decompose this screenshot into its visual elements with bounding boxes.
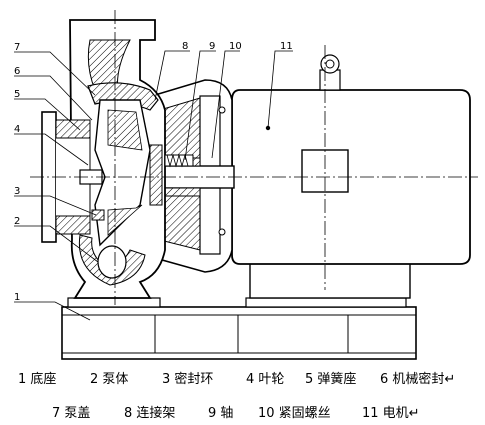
part-number-4: 4 — [14, 124, 20, 135]
part-number-1: 1 — [14, 292, 20, 303]
legend-item-base: 1 底座 — [18, 372, 57, 387]
legend-row-2: 7 泵盖 8 连接架 9 轴 10 紧固螺丝 11 电机↵ — [0, 402, 485, 422]
pump-assembly-drawing: 7 6 5 4 3 2 1 8 9 10 11 — [14, 10, 478, 360]
part-number-10: 10 — [229, 41, 242, 52]
part-number-labels: 7 6 5 4 3 2 1 8 9 10 11 — [14, 41, 293, 303]
part-number-5: 5 — [14, 89, 20, 100]
part-number-11: 11 — [280, 41, 293, 52]
suction-flange — [41, 111, 91, 243]
legend-item-fastening-screw: 10 紧固螺丝 — [258, 406, 331, 421]
legend-item-shaft: 9 轴 — [208, 406, 234, 421]
legend-item-spring-seat: 5 弹簧座 — [305, 372, 357, 387]
legend-item-impeller: 4 叶轮 — [246, 372, 285, 387]
legend-item-mechanical-seal: 6 机械密封↵ — [380, 372, 456, 387]
motor — [231, 54, 471, 265]
legend-row-1: 1 底座 2 泵体 3 密封环 4 叶轮 5 弹簧座 6 机械密封↵ — [0, 368, 485, 388]
mechanical-seal — [149, 144, 194, 206]
legend-item-pump-cover: 7 泵盖 — [52, 406, 91, 421]
part-number-9: 9 — [209, 41, 215, 52]
part-number-7: 7 — [14, 42, 20, 53]
impeller — [79, 99, 151, 247]
legend-item-seal-ring: 3 密封环 — [162, 372, 214, 387]
part-number-2: 2 — [14, 216, 20, 227]
part-number-3: 3 — [14, 186, 20, 197]
part-number-8: 8 — [182, 41, 188, 52]
center-lines — [30, 10, 478, 305]
base — [61, 297, 417, 360]
legend-item-pump-body: 2 泵体 — [90, 372, 129, 387]
leader-lines — [14, 50, 293, 321]
legend-item-motor: 11 电机↵ — [362, 406, 420, 421]
part-number-6: 6 — [14, 66, 20, 77]
seal-ring — [91, 209, 105, 221]
legend-item-connection-frame: 8 连接架 — [124, 406, 176, 421]
